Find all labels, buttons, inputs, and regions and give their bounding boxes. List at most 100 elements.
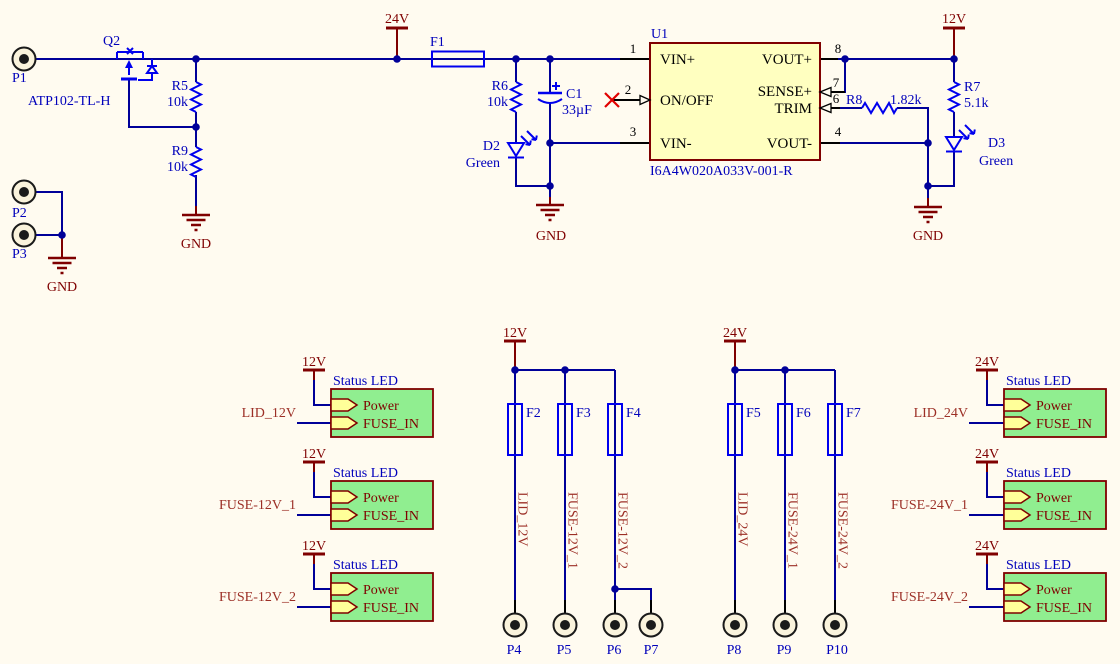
connector-p9[interactable]: P9 bbox=[772, 612, 798, 659]
u1-ref: U1 bbox=[651, 27, 668, 42]
power-flag-label: 24V bbox=[975, 447, 999, 462]
connector-p1[interactable]: P1 bbox=[11, 46, 37, 87]
power-flag-label: 24V bbox=[975, 539, 999, 554]
power-flag-label: 12V bbox=[942, 12, 966, 27]
gnd-symbol-out: GND bbox=[912, 205, 944, 244]
power-flag-label: 12V bbox=[503, 326, 527, 341]
q2-ref: Q2 bbox=[103, 34, 120, 49]
sheet-pin-power-label: Power bbox=[1036, 399, 1072, 414]
sheet-pin-fuse-in-label: FUSE_IN bbox=[363, 509, 419, 524]
gnd-symbol-p23: GND bbox=[46, 256, 78, 295]
connector-label: P4 bbox=[507, 643, 522, 658]
connector-label: P10 bbox=[826, 643, 848, 658]
pin2-arrow-icon bbox=[639, 94, 652, 106]
r8-ref: R8 bbox=[846, 93, 862, 108]
connector-p3[interactable]: P3 bbox=[11, 222, 37, 263]
net-label-fuse-12v-1: FUSE-12V_1 bbox=[219, 498, 296, 513]
sheet-block-lid-24v[interactable]: 24V Status LED Power FUSE_IN LID_24V bbox=[914, 355, 1107, 438]
sheet-block-fuse-12v-2[interactable]: 12V Status LED Power FUSE_IN FUSE-12V_2 bbox=[219, 539, 434, 622]
junction-dots bbox=[58, 55, 958, 593]
sheet-block-fuse-12v-1[interactable]: 12V Status LED Power FUSE_IN FUSE-12V_1 bbox=[219, 447, 434, 530]
gnd-symbol-c1: GND bbox=[534, 203, 566, 244]
u1-pin-num-1: 1 bbox=[630, 41, 637, 56]
resistor-r5[interactable]: R5 10k bbox=[167, 79, 202, 113]
fuse-f7[interactable]: F7 bbox=[827, 403, 861, 456]
sheet-block-fuse-24v-2[interactable]: 24V Status LED Power FUSE_IN FUSE-24V_2 bbox=[891, 539, 1107, 622]
f1-ref: F1 bbox=[430, 35, 445, 50]
power-flag-label: 12V bbox=[302, 355, 326, 370]
net-label-lid-12v-wire: LID_12V bbox=[515, 492, 530, 546]
u1-part: I6A4W020A033V-001-R bbox=[650, 164, 793, 179]
pin6-arrow-icon bbox=[818, 102, 832, 114]
net-label-lid-24v: LID_24V bbox=[914, 406, 968, 421]
sheet-pin-power-label: Power bbox=[1036, 491, 1072, 506]
capacitor-c1[interactable]: C1 33µF bbox=[537, 82, 592, 118]
u1-pin-vin-minus: VIN- bbox=[660, 136, 692, 152]
f2-ref: F2 bbox=[526, 406, 541, 421]
sheet-pin-power-label: Power bbox=[363, 491, 399, 506]
r5-value: 10k bbox=[167, 95, 188, 110]
led-d2[interactable]: D2 Green bbox=[466, 130, 538, 171]
connector-p10[interactable]: P10 bbox=[822, 612, 848, 659]
sheet-title: Status LED bbox=[1006, 466, 1071, 481]
q2-part: ATP102-TL-H bbox=[28, 94, 110, 109]
connector-p7[interactable]: P7 bbox=[638, 612, 664, 659]
connector-p6[interactable]: P6 bbox=[602, 612, 628, 659]
power-stubs bbox=[61, 28, 988, 564]
mosfet-symbol bbox=[116, 47, 159, 81]
ic-u1[interactable]: U1 I6A4W020A033V-001-R VIN+ ON/OFF VIN- … bbox=[604, 27, 842, 179]
u1-pin-vout-plus: VOUT+ bbox=[762, 52, 812, 68]
fuse-f4[interactable]: F4 bbox=[607, 403, 641, 456]
u1-pin-num-4: 4 bbox=[835, 124, 842, 139]
connector-p5[interactable]: P5 bbox=[552, 612, 578, 659]
resistor-r7[interactable]: R7 5.1k bbox=[948, 80, 989, 113]
fuse-f1[interactable]: F1 bbox=[430, 35, 485, 68]
mosfet-q2[interactable]: Q2 ATP102-TL-H bbox=[28, 34, 159, 109]
connector-p8[interactable]: P8 bbox=[722, 612, 748, 659]
u1-pin-vin-plus: VIN+ bbox=[660, 52, 695, 68]
sheet-title: Status LED bbox=[333, 466, 398, 481]
net-label-fuse-24v-2-wire: FUSE-24V_2 bbox=[835, 492, 850, 569]
connector-p4[interactable]: P4 bbox=[502, 612, 528, 659]
sheet-block-fuse-24v-1[interactable]: 24V Status LED Power FUSE_IN FUSE-24V_1 bbox=[891, 447, 1107, 530]
c1-value: 33µF bbox=[562, 103, 592, 118]
connector-label: P6 bbox=[607, 643, 622, 658]
gnd-label: GND bbox=[536, 229, 566, 244]
d2-value: Green bbox=[466, 156, 500, 171]
fuse-f2[interactable]: F2 bbox=[507, 403, 541, 456]
fuse-f3[interactable]: F3 bbox=[557, 403, 591, 456]
connector-label: P2 bbox=[12, 206, 27, 221]
sheet-title: Status LED bbox=[1006, 558, 1071, 573]
net-label-lid-12v: LID_12V bbox=[242, 406, 296, 421]
u1-pin-on-off: ON/OFF bbox=[660, 93, 713, 109]
sheet-block-lid-12v[interactable]: 12V Status LED Power FUSE_IN LID_12V bbox=[242, 355, 434, 438]
led-d3[interactable]: D3 Green bbox=[945, 124, 1013, 169]
power-flag-label: 24V bbox=[385, 12, 409, 27]
connector-p2[interactable]: P2 bbox=[11, 179, 37, 222]
sheet-title: Status LED bbox=[1006, 374, 1071, 389]
gnd-symbol-r9: GND bbox=[180, 213, 212, 252]
r9-ref: R9 bbox=[172, 144, 188, 159]
r7-value: 5.1k bbox=[964, 96, 989, 111]
f5-ref: F5 bbox=[746, 406, 761, 421]
resistor-r8[interactable]: R8 1.82k bbox=[846, 93, 922, 116]
r6-value: 10k bbox=[487, 95, 508, 110]
power-flag-12v-right: 12V bbox=[941, 12, 967, 30]
power-flag-label: 24V bbox=[975, 355, 999, 370]
f3-ref: F3 bbox=[576, 406, 591, 421]
r6-ref: R6 bbox=[492, 79, 508, 94]
connector-label: P8 bbox=[727, 643, 742, 658]
fuse-f6[interactable]: F6 bbox=[777, 403, 811, 456]
u1-pin-num-2: 2 bbox=[625, 82, 632, 97]
fuse-f5[interactable]: F5 bbox=[727, 403, 761, 456]
net-label-fuse-24v-1-wire: FUSE-24V_1 bbox=[785, 492, 800, 569]
connector-label: P1 bbox=[12, 71, 27, 86]
power-flag-24v-fuses: 24V bbox=[722, 326, 748, 343]
u1-pin-num-7: 7 bbox=[833, 75, 840, 90]
resistor-r9[interactable]: R9 10k bbox=[167, 144, 202, 178]
u1-pin-vout-minus: VOUT- bbox=[767, 136, 812, 152]
connector-label: P7 bbox=[644, 643, 659, 658]
power-flag-label: 12V bbox=[302, 447, 326, 462]
resistor-r6[interactable]: R6 10k bbox=[487, 79, 522, 113]
